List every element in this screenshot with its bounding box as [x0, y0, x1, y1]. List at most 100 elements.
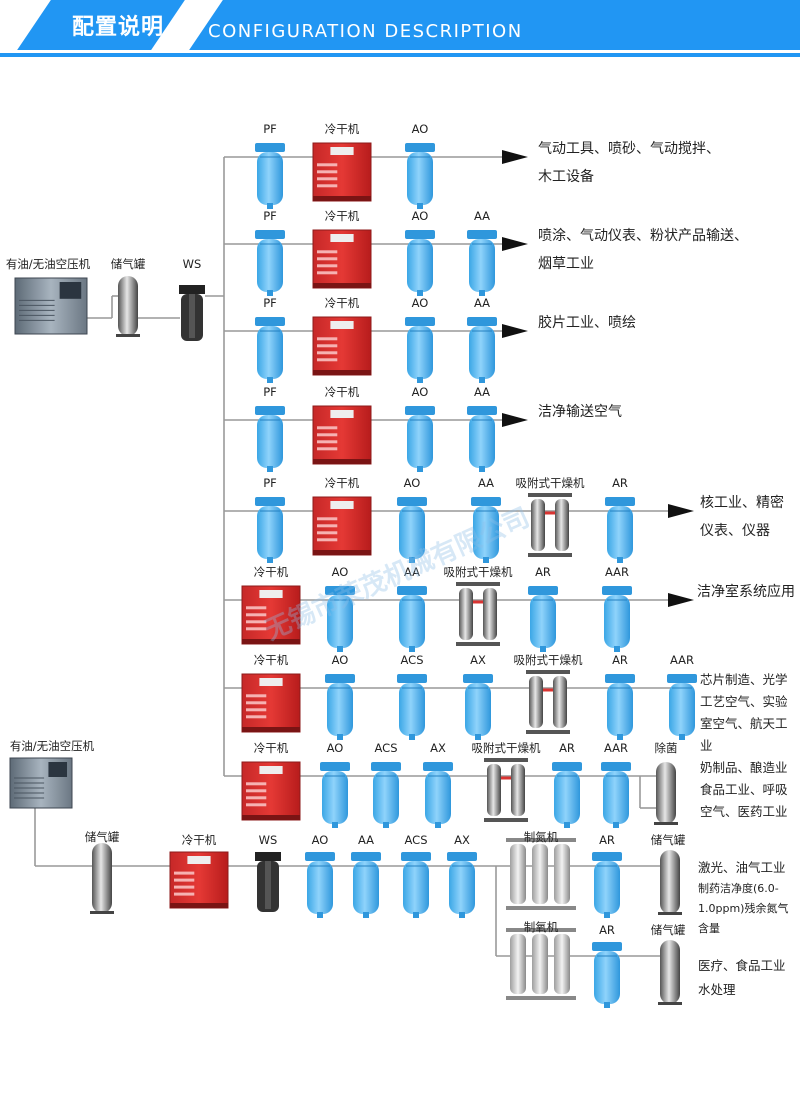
compressor-1-label: 有油/无油空压机 — [6, 257, 91, 271]
branch-8-item-6-label: AR — [559, 741, 575, 755]
header-title-en: CONFIGURATION DESCRIPTION — [208, 21, 523, 42]
lower-filter-1-icon — [305, 852, 335, 918]
branch-5-item-6-label: AR — [612, 476, 628, 490]
branch-3-item-2-label: 冷干机 — [325, 296, 360, 310]
branch-7-item-4-label: AX — [470, 653, 486, 667]
branch-8-item-1-dryer-icon — [241, 761, 301, 821]
branch-5-item-6-filter-icon — [605, 497, 635, 563]
tank-1-icon — [116, 276, 140, 337]
branch-8-item-5-adsorption-icon — [484, 758, 528, 822]
tank-1-label: 储气罐 — [111, 257, 146, 271]
applications-layer: 气动工具、喷砂、气动搅拌、木工设备喷涂、气动仪表、粉状产品输送、烟草工业胶片工业… — [538, 141, 795, 997]
branch-2-item-1-label: PF — [263, 209, 277, 223]
branch-5-application-2: 仪表、仪器 — [700, 523, 770, 539]
nitrogen-tank-icon — [658, 850, 682, 915]
branch-1-application-2: 木工设备 — [538, 168, 594, 185]
branch-4-item-3-filter-icon — [405, 406, 435, 472]
branch-3-item-3-label: AO — [412, 296, 429, 310]
dryer-2-label: 冷干机 — [182, 833, 217, 847]
branch-4-item-4-filter-icon — [467, 406, 497, 472]
branch-8-item-3-label: ACS — [375, 741, 398, 755]
header-underline — [0, 53, 800, 57]
nitrogen-application-4: 含量 — [698, 921, 720, 935]
branch-4-item-2-dryer-icon — [312, 405, 372, 465]
oxygen-generator-icon — [506, 928, 576, 1000]
branch-7-item-3-filter-icon — [397, 674, 427, 740]
branch-3-item-1-filter-icon — [255, 317, 285, 383]
branch-6-item-4-adsorption-icon — [456, 582, 500, 646]
tank-2-label: 储气罐 — [85, 830, 120, 844]
branch-1-item-3-label: AO — [412, 122, 429, 136]
lower-filter-4-icon — [447, 852, 477, 918]
header-banner: 配置说明 CONFIGURATION DESCRIPTION — [0, 0, 800, 58]
branch-7-item-5-label: 吸附式干燥机 — [514, 653, 583, 667]
branch-7-application-2: 工艺空气、实验 — [700, 694, 788, 709]
branch-8-item-3-filter-icon — [371, 762, 401, 828]
oxygen-application-1: 医疗、食品工业 — [698, 958, 786, 973]
branch-8-item-1-label: 冷干机 — [254, 741, 289, 755]
branch-5-item-1-label: PF — [263, 476, 277, 490]
nitrogen-generator-icon — [506, 838, 576, 910]
equipment-layer — [9, 142, 697, 1008]
header-band — [0, 0, 800, 50]
oxygen-tank-icon — [658, 940, 682, 1005]
branch-6-item-2-label: AO — [332, 565, 349, 579]
nitrogen-ar-icon — [592, 852, 622, 918]
branch-6-item-3-label: AA — [404, 565, 420, 579]
branch-2-arrow — [502, 237, 528, 251]
branch-6-item-1-dryer-icon — [241, 585, 301, 645]
branch-5-arrow — [668, 504, 694, 518]
branch-2-item-4-filter-icon — [467, 230, 497, 296]
branch-4-item-1-filter-icon — [255, 406, 285, 472]
branch-3-item-4-label: AA — [474, 296, 490, 310]
branch-8-item-4-filter-icon — [423, 762, 453, 828]
oxygen-application-2: 水处理 — [698, 982, 736, 997]
branch-4-item-4-label: AA — [474, 385, 490, 399]
oxygen-generator-label: 制氧机 — [524, 920, 559, 934]
branch-2-item-4-label: AA — [474, 209, 490, 223]
nitrogen-application-1: 激光、油气工业 — [698, 860, 786, 875]
branch-3-item-2-dryer-icon — [312, 316, 372, 376]
branch-5-item-3-filter-icon — [397, 497, 427, 563]
branch-6-arrow — [668, 593, 694, 607]
oxygen-ar-label: AR — [599, 923, 615, 937]
branch-7-application-1: 芯片制造、光学 — [700, 672, 788, 687]
branch-7-item-1-dryer-icon — [241, 673, 301, 733]
ws-1-label: WS — [183, 257, 202, 271]
branch-6-item-2-filter-icon — [325, 586, 355, 652]
branch-3-item-4-filter-icon — [467, 317, 497, 383]
ws-2-icon — [255, 852, 281, 912]
branch-2-item-2-dryer-icon — [312, 229, 372, 289]
lower-filter-4-label: AX — [454, 833, 470, 847]
branch-5-item-5-adsorption-icon — [528, 493, 572, 557]
tank-2-icon — [90, 843, 114, 914]
branch-6-item-5-filter-icon — [528, 586, 558, 652]
branch-1-application-1: 气动工具、喷砂、气动搅拌、 — [538, 141, 720, 157]
lower-filter-2-icon — [351, 852, 381, 918]
branch-7-item-6-label: AR — [612, 653, 628, 667]
branch-7-item-2-filter-icon — [325, 674, 355, 740]
branch-3-arrow — [502, 324, 528, 338]
nitrogen-application-2: 制药洁净度(6.0- — [698, 881, 779, 895]
branch-5-application-1: 核工业、精密 — [700, 494, 784, 511]
ws-2-label: WS — [259, 833, 278, 847]
branch-6-item-6-label: AAR — [605, 565, 629, 579]
branch-2-application-2: 烟草工业 — [538, 256, 594, 272]
branch-6-item-4-label: 吸附式干燥机 — [444, 565, 513, 579]
branch-5-item-5-label: 吸附式干燥机 — [516, 476, 585, 490]
branch-7-application-4: 业 — [700, 738, 713, 753]
branch-1-item-3-filter-icon — [405, 143, 435, 209]
branch-7-item-6-filter-icon — [605, 674, 635, 740]
compressor-2-icon — [9, 757, 73, 809]
branch-7-item-5-adsorption-icon — [526, 670, 570, 734]
branch-4-application-1: 洁净输送空气 — [538, 404, 622, 420]
branch-7-application-3: 室空气、航天工 — [700, 716, 788, 731]
header-title-cn: 配置说明 — [72, 15, 165, 40]
branch-5-item-4-label: AA — [478, 476, 494, 490]
branch-8-item-5-label: 吸附式干燥机 — [472, 741, 541, 755]
branch-2-item-3-label: AO — [412, 209, 429, 223]
branch-8-item-4-label: AX — [430, 741, 446, 755]
branch-1-arrow — [502, 150, 528, 164]
